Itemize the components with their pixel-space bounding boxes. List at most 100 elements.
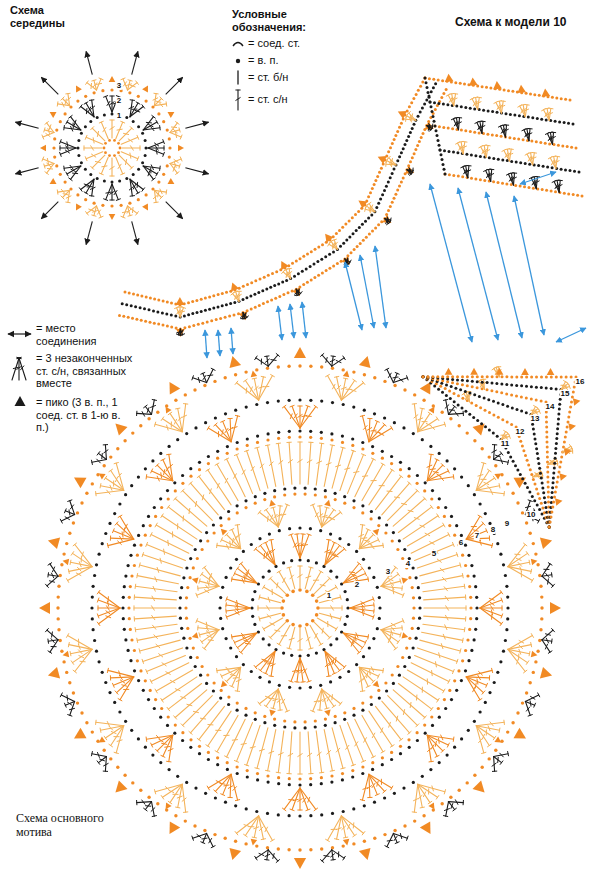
- stitch-line: [423, 624, 465, 630]
- chain-dot: [402, 426, 405, 429]
- stitch-line: [200, 640, 203, 644]
- stitch-line: [290, 575, 294, 579]
- join-arrow: [86, 51, 92, 74]
- stitch-line: [187, 704, 192, 705]
- chain-dot: [139, 669, 142, 672]
- stitch-line: [273, 699, 278, 701]
- stitch-line: [79, 105, 82, 109]
- chain-dot: [470, 564, 473, 567]
- stitch-line: [153, 98, 158, 100]
- stitch-line: [325, 549, 345, 565]
- chain-dot: [293, 487, 296, 490]
- chain-dot: [162, 120, 165, 123]
- chain-dot: [474, 628, 477, 631]
- stitch-line: [118, 515, 122, 517]
- chain-dot: [475, 596, 478, 599]
- stitch-line: [331, 695, 333, 700]
- stitch-line: [155, 689, 157, 693]
- stitch-line: [155, 790, 156, 794]
- chain-dot: [370, 510, 373, 513]
- stitch-line: [157, 476, 159, 481]
- chain-dot: [352, 499, 355, 502]
- stitch-line: [137, 576, 178, 584]
- stitch-line: [125, 524, 127, 529]
- chain-dot: [411, 586, 414, 589]
- stitch-line: [171, 127, 176, 129]
- stitch-line: [429, 454, 433, 456]
- stitch-line: [108, 670, 134, 677]
- stitch-line: [254, 827, 259, 829]
- chain-dot: [362, 558, 365, 561]
- stitch-line: [150, 533, 152, 537]
- stitch-line: [396, 716, 397, 721]
- chain-dot: [329, 643, 332, 646]
- stitch-line: [437, 698, 439, 702]
- chain-dot: [320, 437, 323, 440]
- chain-dot: [101, 204, 104, 207]
- stitch-line: [298, 810, 302, 811]
- chain-dot: [469, 606, 472, 609]
- stitch-line: [416, 695, 417, 700]
- chain-dot: [291, 623, 295, 627]
- stitch-line: [381, 728, 383, 733]
- stitch-line: [418, 795, 422, 799]
- stitch-line: [335, 627, 337, 631]
- pico-mark: [373, 681, 380, 688]
- stitch-line: [176, 132, 177, 137]
- stitch-line: [245, 643, 250, 645]
- stitch-line: [398, 684, 431, 710]
- stitch-line: [66, 120, 68, 124]
- chain-dot: [207, 758, 210, 761]
- stitch-line: [93, 138, 95, 143]
- chain-dot: [320, 782, 323, 785]
- chain-dot: [235, 655, 238, 658]
- stitch-line: [151, 535, 189, 554]
- chain-dot: [201, 665, 204, 668]
- chain-dot: [341, 441, 344, 444]
- chain-dot: [438, 497, 441, 500]
- stitch-line: [241, 743, 246, 745]
- stitch-line: [368, 797, 372, 798]
- chain-dot: [133, 649, 136, 652]
- chain-dot: [129, 628, 132, 631]
- stitch-line: [287, 442, 291, 443]
- chain-dot: [470, 649, 473, 652]
- chain-dot: [390, 758, 393, 761]
- chain-dot: [278, 684, 281, 687]
- stitch-line: [136, 574, 138, 578]
- chain-dot: [390, 455, 393, 458]
- stitch-line: [234, 454, 238, 456]
- stitch-line: [394, 497, 399, 499]
- chain-dot: [496, 542, 499, 545]
- stitch-line: [340, 725, 354, 765]
- chain-dot: [91, 596, 94, 599]
- chain-dot: [370, 517, 373, 520]
- chain-dot: [128, 596, 131, 599]
- chain-dot: [108, 522, 111, 525]
- stitch-line: [154, 202, 158, 204]
- stitch-line: [372, 733, 375, 738]
- chain-dot: [136, 554, 139, 557]
- stitch-line: [230, 675, 235, 676]
- chain-dot: [130, 574, 133, 577]
- stitch-line: [382, 668, 384, 672]
- chain-dot: [64, 112, 67, 115]
- pico-mark: [15, 396, 26, 406]
- chain-dot: [305, 590, 309, 594]
- chain-dot: [371, 761, 374, 764]
- chain-dot: [329, 570, 332, 573]
- stitch-line: [453, 475, 455, 479]
- stitch-line: [303, 798, 306, 802]
- chain-dot: [304, 726, 307, 729]
- stitch-line: [275, 630, 280, 631]
- stitch-line: [107, 668, 108, 672]
- stitch-line: [234, 761, 238, 763]
- stitch-line: [501, 614, 503, 618]
- stitch-line: [156, 644, 160, 648]
- chain-dot: [314, 487, 317, 490]
- chain-dot: [194, 426, 197, 429]
- stitch-line: [111, 120, 112, 138]
- stitch-line: [136, 212, 139, 216]
- stitch-line: [269, 577, 272, 580]
- chain-dot: [213, 681, 216, 684]
